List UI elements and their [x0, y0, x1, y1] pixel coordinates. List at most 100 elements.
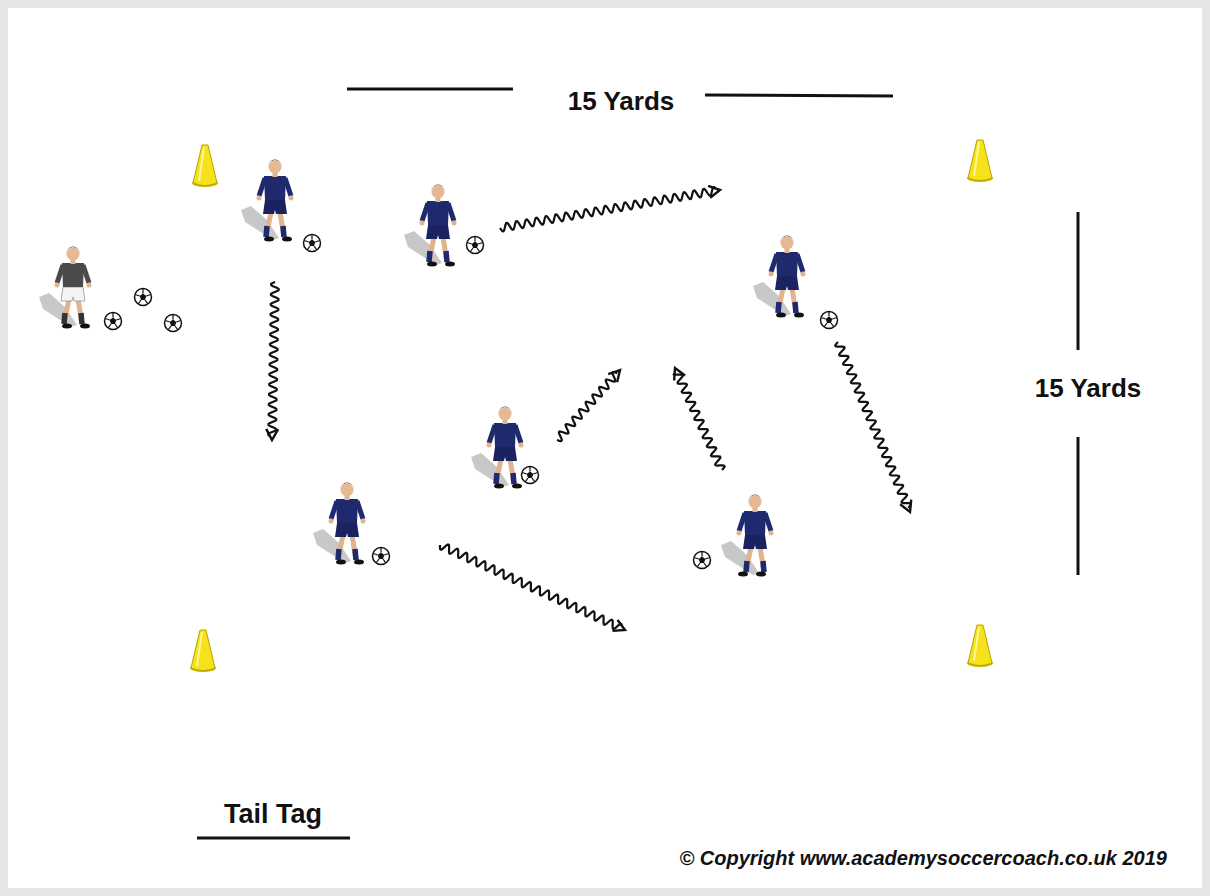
boot: [756, 572, 766, 577]
hand: [420, 221, 425, 226]
ball-seams: [135, 289, 151, 304]
hand: [329, 519, 334, 524]
sock: [795, 302, 796, 313]
title-underline: [197, 837, 350, 840]
arm: [422, 203, 428, 221]
shorts: [743, 535, 767, 549]
wavy-line: [500, 187, 715, 231]
leg: [778, 288, 783, 313]
player-figure: [753, 236, 806, 318]
head: [749, 496, 762, 509]
arrow-head: [674, 368, 685, 381]
ball-patch: [378, 553, 385, 560]
shorts: [61, 287, 85, 301]
ball-patch: [826, 317, 833, 324]
hand: [769, 531, 774, 536]
hand: [519, 443, 524, 448]
drill-title: Tail Tag: [224, 799, 322, 830]
sock: [763, 561, 764, 572]
arm: [739, 513, 745, 531]
ball-seams: [522, 467, 538, 482]
wavy-line: [557, 372, 617, 441]
shorts: [493, 447, 517, 461]
ball-outline: [821, 312, 838, 329]
sock: [283, 226, 284, 237]
dribble-arrow: [266, 282, 278, 440]
copyright-note: © Copyright www.academysoccercoach.co.uk…: [676, 847, 1170, 870]
dimension-line: [1077, 437, 1080, 575]
sock: [429, 251, 430, 262]
ball-seams: [373, 548, 389, 563]
boot: [80, 324, 90, 329]
dribble-arrow: [835, 342, 911, 512]
leg: [510, 459, 514, 484]
ball: [304, 235, 321, 252]
ball-outline: [105, 313, 122, 330]
hair: [67, 247, 80, 254]
cone: [967, 625, 993, 667]
balls: [105, 235, 838, 569]
ball: [467, 237, 484, 254]
dribble-arrow: [500, 186, 720, 231]
arrow-head: [613, 620, 626, 631]
dimension-lines: [197, 89, 1078, 838]
hand: [289, 196, 294, 201]
wavy-line: [268, 282, 278, 436]
hair: [341, 483, 354, 490]
page-panel: [8, 8, 1202, 888]
shirt: [264, 176, 286, 200]
shirt: [62, 263, 84, 287]
player-figure: [404, 185, 457, 267]
ball-seams: [165, 315, 181, 330]
leg: [352, 535, 356, 560]
cone-shine: [974, 627, 979, 661]
boot: [794, 313, 804, 318]
shorts: [426, 225, 450, 239]
head: [269, 161, 282, 174]
shorts: [775, 276, 799, 290]
shorts: [335, 523, 359, 537]
leg: [792, 288, 796, 313]
hand: [361, 519, 366, 524]
head: [432, 186, 445, 199]
dribble-arrows: [266, 186, 911, 631]
ball-patch: [527, 472, 534, 479]
cones: [190, 140, 993, 672]
arm: [797, 254, 803, 272]
ball-outline: [304, 235, 321, 252]
shirt: [744, 511, 766, 535]
player-figure: [313, 483, 366, 565]
ball-outline: [522, 467, 539, 484]
sock: [64, 313, 65, 324]
cone-shine: [197, 632, 202, 666]
boot: [62, 324, 72, 329]
hand: [737, 531, 742, 536]
sock: [513, 473, 514, 484]
ball: [165, 315, 182, 332]
hair: [499, 407, 512, 414]
leg: [338, 535, 343, 560]
arm: [57, 265, 63, 283]
hair: [781, 236, 794, 243]
head: [499, 408, 512, 421]
arm: [259, 178, 265, 196]
leg: [280, 212, 284, 237]
cone: [190, 630, 216, 672]
shirt: [336, 499, 358, 523]
ball-patch: [170, 320, 177, 327]
shorts: [263, 200, 287, 214]
arm: [285, 178, 291, 196]
hand: [55, 283, 60, 288]
hand: [801, 272, 806, 277]
wavy-line: [673, 374, 724, 470]
dimension-line: [1077, 212, 1080, 350]
sock: [446, 251, 447, 262]
ball-outline: [373, 548, 390, 565]
shirt: [427, 201, 449, 225]
ball-patch: [472, 242, 479, 249]
arrow-head: [608, 370, 620, 382]
arm: [771, 254, 777, 272]
boot: [336, 560, 346, 565]
boot: [776, 313, 786, 318]
